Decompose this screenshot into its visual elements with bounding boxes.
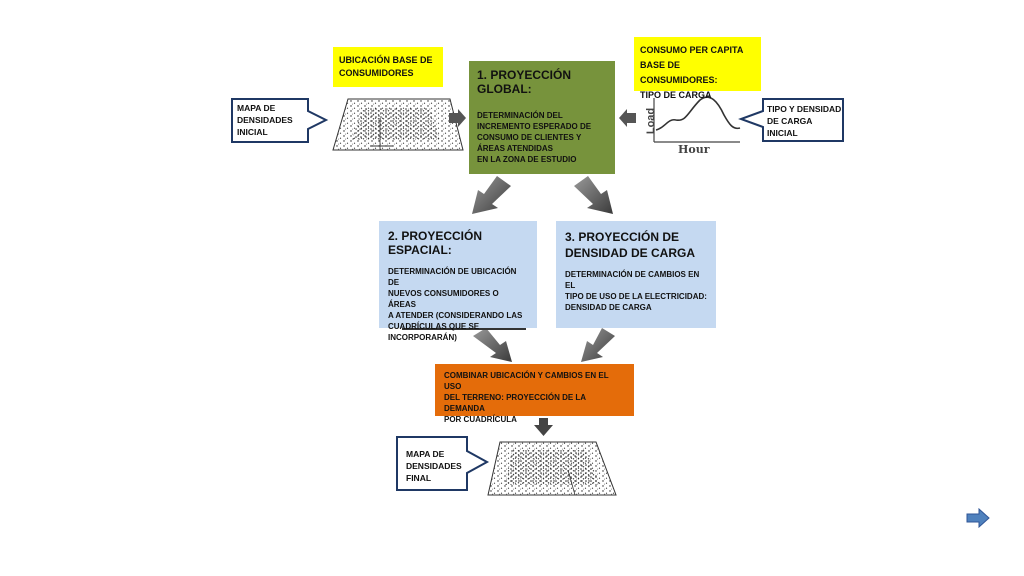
density-projection-title: 3. PROYECCIÓN DE DENSIDAD DE CARGA (565, 230, 696, 260)
arrow-densidad-to-combinar (581, 328, 615, 362)
combine-box: COMBINAR UBICACIÓN Y CAMBIOS EN EL USO D… (435, 364, 634, 424)
density-projection-box: 3. PROYECCIÓN DE DENSIDAD DE CARGA DETER… (556, 221, 716, 328)
hour-axis-label: Hour (678, 143, 710, 156)
arrow-map-to-global (449, 109, 466, 127)
global-projection-box: 1. PROYECCIÓN GLOBAL: DETERMINACIÓN DEL … (469, 61, 615, 174)
final-density-map (487, 441, 617, 496)
arrow-global-to-densidad (574, 176, 613, 214)
callout-mapa-final-text: MAPA DE DENSIDADES FINAL (406, 449, 462, 483)
spatial-projection-body: DETERMINACIÓN DE UBICACIÓN DE NUEVOS CON… (388, 267, 523, 342)
initial-density-map (332, 98, 464, 151)
spatial-projection-title: 2. PROYECCIÓN ESPACIAL: (388, 229, 483, 257)
combine-body: COMBINAR UBICACIÓN Y CAMBIOS EN EL USO D… (444, 371, 609, 424)
label-ubicacion-base: UBICACIÓN BASE DE CONSUMIDORES (333, 47, 443, 87)
callout-tipo-carga (738, 98, 844, 142)
global-projection-title: 1. PROYECCIÓN GLOBAL: (477, 68, 572, 96)
callout-mapa-inicial-text: MAPA DE DENSIDADES INICIAL (237, 103, 293, 137)
callout-tipo-carga-text: TIPO Y DENSIDAD DE CARGA INICIAL (767, 104, 842, 138)
callout-mapa-final (396, 436, 490, 491)
global-projection-body: DETERMINACIÓN DEL INCREMENTO ESPERADO DE… (477, 111, 592, 164)
right-arrow-icon[interactable] (966, 508, 990, 528)
arrow-combinar-to-map (534, 418, 553, 436)
load-axis-label: Load (645, 107, 657, 135)
arrow-load-to-global (619, 109, 636, 127)
density-projection-body: DETERMINACIÓN DE CAMBIOS EN EL TIPO DE U… (565, 270, 707, 312)
arrow-espacial-to-combinar (473, 328, 512, 362)
label-consumo-per-capita: CONSUMO PER CAPITA BASE DE CONSUMIDORES:… (634, 37, 761, 100)
arrow-global-to-espacial (472, 176, 511, 214)
callout-mapa-inicial (231, 98, 329, 143)
spatial-projection-box: 2. PROYECCIÓN ESPACIAL: DETERMINACIÓN DE… (379, 221, 537, 342)
load-curve-chart (653, 96, 741, 143)
